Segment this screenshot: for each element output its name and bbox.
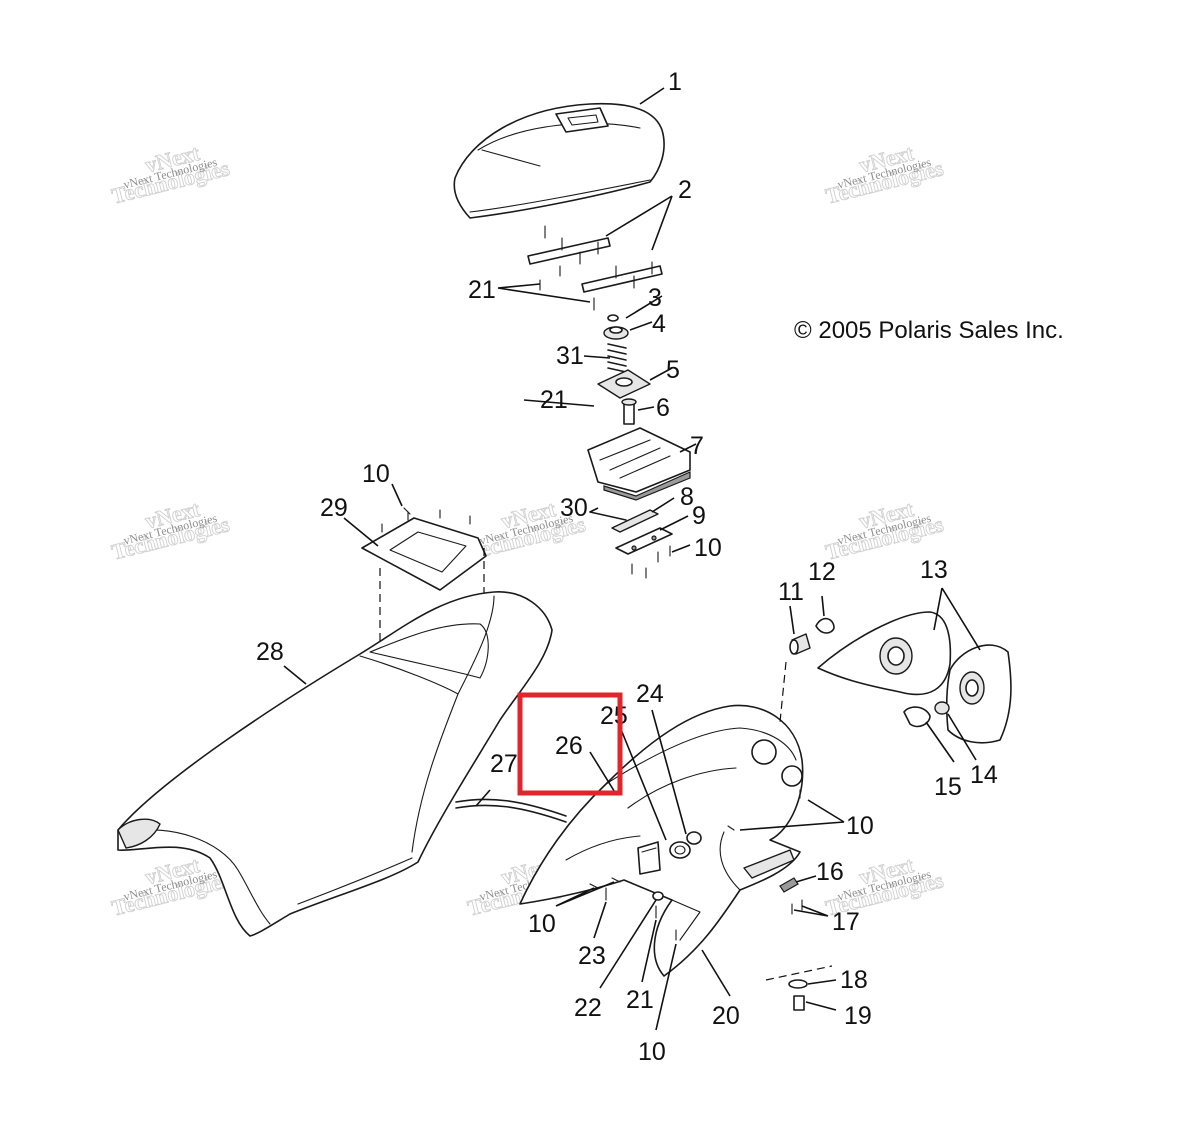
- callout-4[interactable]: 4: [652, 310, 666, 338]
- part-10-screws-latch[interactable]: [631, 545, 671, 579]
- callout-29[interactable]: 29: [320, 494, 348, 522]
- callout-16[interactable]: 16: [816, 858, 844, 886]
- callout-21[interactable]: 21: [468, 276, 496, 304]
- callout-1[interactable]: 1: [668, 68, 682, 96]
- part-18-washer[interactable]: [788, 979, 808, 989]
- callout-26[interactable]: 26: [555, 732, 583, 760]
- part-12-bulb[interactable]: [815, 617, 835, 634]
- callout-27[interactable]: 27: [490, 750, 518, 778]
- callout-17[interactable]: 17: [832, 908, 860, 936]
- callout-12[interactable]: 12: [808, 558, 836, 586]
- callout-10[interactable]: 10: [846, 812, 874, 840]
- callouts: 1 2 21 3 4 31 5 21 6 7 10 8 29 30 9 10 1…: [256, 68, 998, 1066]
- callout-19[interactable]: 19: [844, 1002, 872, 1030]
- part-27-cable[interactable]: [455, 798, 567, 823]
- callout-25[interactable]: 25: [600, 702, 628, 730]
- callout-9[interactable]: 9: [692, 502, 706, 530]
- guide-line: [779, 661, 787, 723]
- watermark: vNext Technologies vNext Technologies: [823, 495, 947, 565]
- part-10-screw-frame[interactable]: [403, 507, 411, 515]
- callout-7[interactable]: 7: [690, 432, 704, 460]
- part-19-bolt[interactable]: [793, 995, 805, 1011]
- callout-28[interactable]: 28: [256, 638, 284, 666]
- part-3-pin[interactable]: [607, 314, 619, 322]
- callout-5[interactable]: 5: [666, 356, 680, 384]
- callout-21[interactable]: 21: [540, 386, 568, 414]
- part-7-latch-housing[interactable]: [587, 427, 691, 501]
- callout-8[interactable]: 8: [680, 483, 694, 511]
- part-31-spring[interactable]: [607, 343, 627, 373]
- part-2-mounting-strips[interactable]: [527, 225, 663, 311]
- callout-15[interactable]: 15: [934, 773, 962, 801]
- callout-10[interactable]: 10: [638, 1038, 666, 1066]
- callout-23[interactable]: 23: [578, 942, 606, 970]
- part-17-screws[interactable]: [791, 899, 803, 915]
- part-22-washer[interactable]: [652, 891, 664, 901]
- part-13-taillight[interactable]: [817, 611, 1012, 744]
- part-8-rod[interactable]: [611, 509, 659, 533]
- part-20-rear-body[interactable]: [519, 704, 804, 977]
- callout-2[interactable]: 2: [678, 176, 692, 204]
- callout-31[interactable]: 31: [556, 342, 584, 370]
- part-26-bracket[interactable]: [637, 841, 661, 875]
- part-9-plate[interactable]: [615, 527, 673, 555]
- part-10-screws-lower[interactable]: [589, 789, 801, 941]
- callout-3[interactable]: 3: [648, 284, 662, 312]
- highlight-box: [517, 692, 623, 796]
- callout-10[interactable]: 10: [528, 910, 556, 938]
- callout-22[interactable]: 22: [574, 994, 602, 1022]
- part-29-storage-frame[interactable]: [361, 509, 487, 591]
- part-4-cap[interactable]: [603, 326, 629, 340]
- callout-18[interactable]: 18: [840, 966, 868, 994]
- part-30-pin[interactable]: [589, 511, 627, 521]
- leader-lines: [283, 87, 981, 1031]
- watermark: vNext Technologies vNext Technologies: [109, 139, 233, 209]
- part-5-latch-base[interactable]: [597, 369, 651, 399]
- part-28-seat[interactable]: [117, 591, 553, 937]
- part-15-bulb-holder[interactable]: [903, 706, 931, 728]
- callout-13[interactable]: 13: [920, 556, 948, 584]
- part-11-grommet[interactable]: [789, 633, 811, 655]
- copyright-text: © 2005 Polaris Sales Inc.: [794, 317, 1064, 344]
- callout-6[interactable]: 6: [656, 394, 670, 422]
- part-24-ring[interactable]: [686, 831, 702, 845]
- callout-20[interactable]: 20: [712, 1002, 740, 1030]
- callout-30[interactable]: 30: [560, 494, 588, 522]
- callout-10[interactable]: 10: [362, 460, 390, 488]
- part-14-socket[interactable]: [934, 701, 950, 715]
- guide-line: [765, 965, 833, 981]
- part-16-clip[interactable]: [779, 877, 799, 893]
- part-6-latch-post[interactable]: [621, 398, 637, 425]
- callout-24[interactable]: 24: [636, 680, 664, 708]
- part-1-seat-back-pad[interactable]: [453, 102, 665, 219]
- callout-21[interactable]: 21: [626, 986, 654, 1014]
- part-25-gasket[interactable]: [669, 841, 691, 859]
- callout-14[interactable]: 14: [970, 761, 998, 789]
- callout-10[interactable]: 10: [694, 534, 722, 562]
- callout-11[interactable]: 11: [778, 578, 804, 606]
- watermark: vNext Technologies vNext Technologies: [823, 139, 947, 209]
- watermark: vNext Technologies vNext Technologies: [109, 495, 233, 565]
